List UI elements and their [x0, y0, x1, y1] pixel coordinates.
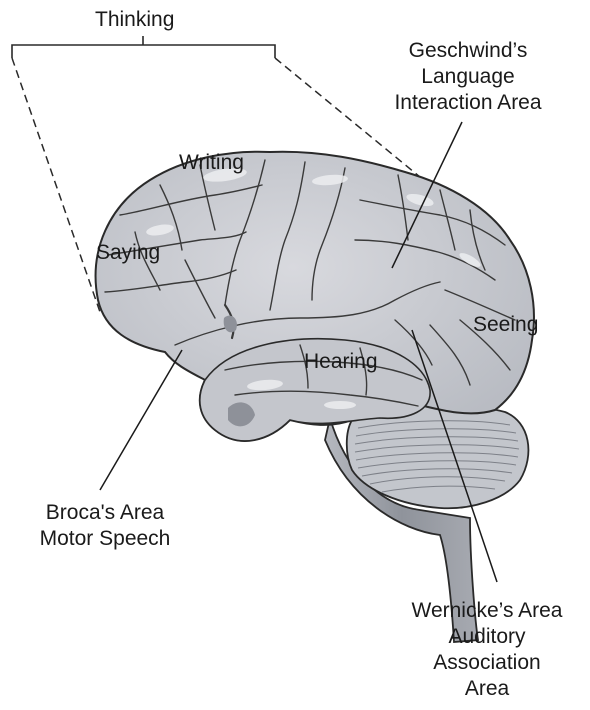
broca-line-1: Broca's Area — [20, 500, 190, 526]
broca-label: Broca's Area Motor Speech — [20, 500, 190, 552]
thinking-bracket — [12, 36, 275, 58]
geschwind-line-3: Interaction Area — [368, 90, 568, 116]
geschwind-line-1: Geschwind’s — [368, 38, 568, 64]
saying-label: Saying — [96, 240, 160, 266]
geschwind-line-2: Language — [368, 64, 568, 90]
broca-line-2: Motor Speech — [20, 526, 190, 552]
wernicke-label: Wernicke’s Area Auditory Association Are… — [397, 598, 577, 702]
hearing-label: Hearing — [304, 349, 378, 375]
thinking-label: Thinking — [95, 7, 174, 33]
wernicke-line-2: Auditory — [397, 624, 577, 650]
broca-leader — [100, 350, 182, 490]
wernicke-line-3: Association — [397, 650, 577, 676]
wernicke-line-4: Area — [397, 676, 577, 702]
writing-label: Writing — [179, 150, 244, 176]
geschwind-label: Geschwind’s Language Interaction Area — [368, 38, 568, 116]
seeing-label: Seeing — [473, 312, 538, 338]
wernicke-line-1: Wernicke’s Area — [397, 598, 577, 624]
